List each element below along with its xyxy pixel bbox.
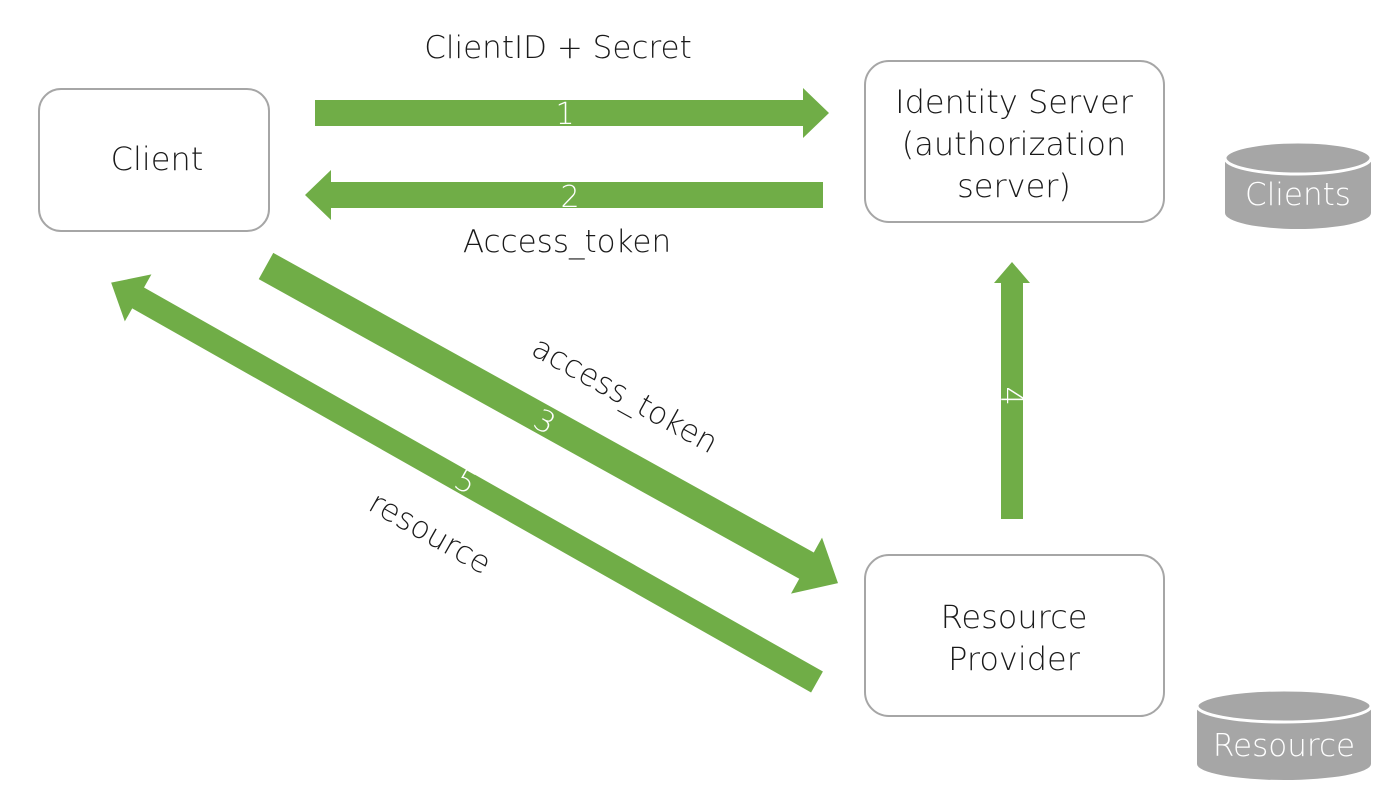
client-box bbox=[38, 88, 270, 232]
arrow-5-shape bbox=[111, 274, 823, 693]
identity-server-label-line-1: Identity Server bbox=[895, 83, 1134, 121]
resource-provider-node[interactable]: Resource Provider bbox=[864, 554, 1165, 717]
arrow-step-2[interactable]: 2 Access_token bbox=[305, 170, 823, 260]
resource-datastore-top bbox=[1195, 688, 1373, 724]
client-label: Client bbox=[111, 140, 204, 178]
resource-provider-box bbox=[864, 554, 1165, 717]
identity-server-label-line-3: server) bbox=[957, 167, 1071, 205]
edge-2-label: Access_token bbox=[463, 224, 671, 260]
arrow-1-shape bbox=[315, 88, 829, 138]
resource-datastore[interactable]: Resource bbox=[1195, 688, 1373, 780]
arrow-step-4[interactable]: 4 bbox=[993, 262, 1030, 519]
resource-datastore-label: Resource bbox=[1213, 728, 1355, 764]
identity-server-label-line-2: (authorization bbox=[902, 125, 1127, 163]
resource-provider-label-line-1: Resource bbox=[941, 598, 1088, 636]
clients-datastore-top bbox=[1223, 140, 1373, 176]
step-1-number: 1 bbox=[555, 97, 574, 132]
step-4-number: 4 bbox=[993, 386, 1028, 405]
clients-datastore-body bbox=[1225, 159, 1371, 229]
client-node[interactable]: Client bbox=[38, 88, 270, 232]
arrow-2-shape bbox=[305, 170, 823, 220]
resource-datastore-body bbox=[1197, 706, 1371, 780]
clients-datastore[interactable]: Clients bbox=[1223, 140, 1373, 229]
clients-datastore-label: Clients bbox=[1245, 177, 1351, 213]
edge-1-label: ClientID + Secret bbox=[424, 30, 692, 66]
arrow-4-shape bbox=[994, 262, 1030, 519]
arrow-3-shape bbox=[258, 252, 839, 594]
identity-server-node[interactable]: Identity Server (authorization server) bbox=[864, 60, 1165, 223]
arrow-step-1[interactable]: 1 ClientID + Secret bbox=[315, 30, 829, 138]
identity-server-box bbox=[864, 60, 1165, 223]
arrow-step-5[interactable]: 5 resource bbox=[98, 259, 830, 705]
step-2-number: 2 bbox=[560, 180, 579, 215]
resource-provider-label-line-2: Provider bbox=[948, 640, 1081, 678]
